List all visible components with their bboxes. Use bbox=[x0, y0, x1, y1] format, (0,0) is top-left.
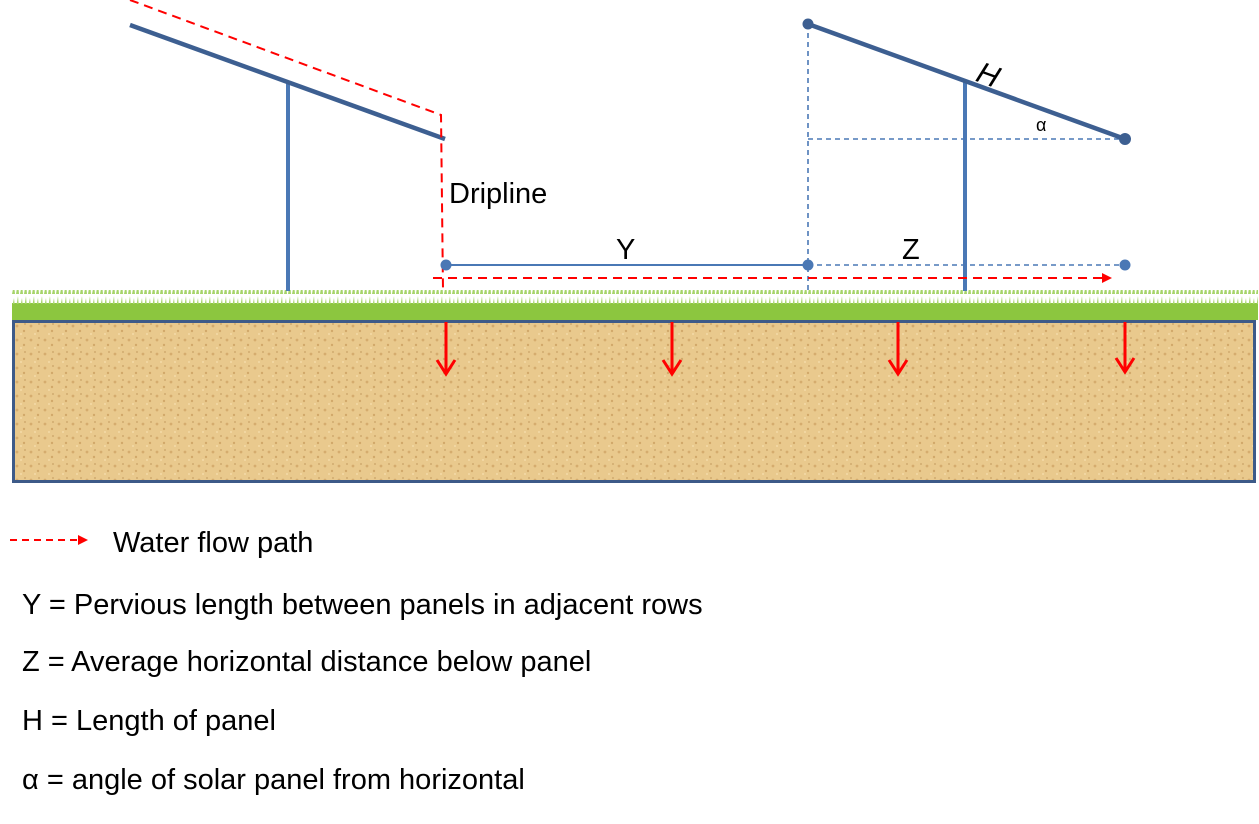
grass-blades bbox=[12, 290, 1258, 304]
legend-water-flow: Water flow path bbox=[113, 527, 313, 559]
infiltration-arrow-icon bbox=[661, 322, 683, 377]
y-start-point bbox=[440, 259, 452, 271]
left-solar-panel bbox=[129, 0, 446, 291]
legend-h-definition: H = Length of panel bbox=[22, 705, 276, 737]
legend-y-definition: Y = Pervious length between panels in ad… bbox=[22, 589, 703, 621]
h-label: H bbox=[969, 58, 1007, 94]
z-end-point bbox=[1119, 259, 1131, 271]
right-panel bbox=[807, 21, 1126, 142]
infiltration-arrow-icon bbox=[1114, 322, 1136, 375]
measurements bbox=[433, 259, 1131, 283]
legend-alpha-definition: α = angle of solar panel from horizontal bbox=[22, 764, 525, 796]
infiltration-arrow-icon bbox=[435, 322, 457, 377]
z-label: Z bbox=[902, 234, 920, 266]
right-solar-panel bbox=[802, 18, 1131, 291]
legend-z-definition: Z = Average horizontal distance below pa… bbox=[22, 646, 591, 678]
infiltration-arrow-icon bbox=[887, 322, 909, 377]
panel-bottom-point bbox=[1119, 133, 1131, 145]
alpha-label: α bbox=[1036, 115, 1046, 135]
soil-box bbox=[12, 320, 1256, 483]
runoff-flow-path bbox=[129, 0, 444, 291]
grass bbox=[12, 303, 1258, 320]
y-label: Y bbox=[616, 234, 635, 266]
y-end-point bbox=[802, 259, 814, 271]
dripline-label: Dripline bbox=[449, 178, 547, 210]
ground bbox=[12, 290, 1258, 483]
infiltration-arrows bbox=[435, 322, 1136, 377]
panel-top-point bbox=[802, 18, 814, 30]
left-panel bbox=[129, 22, 446, 142]
legend: Water flow path Y = Pervious length betw… bbox=[10, 527, 703, 796]
